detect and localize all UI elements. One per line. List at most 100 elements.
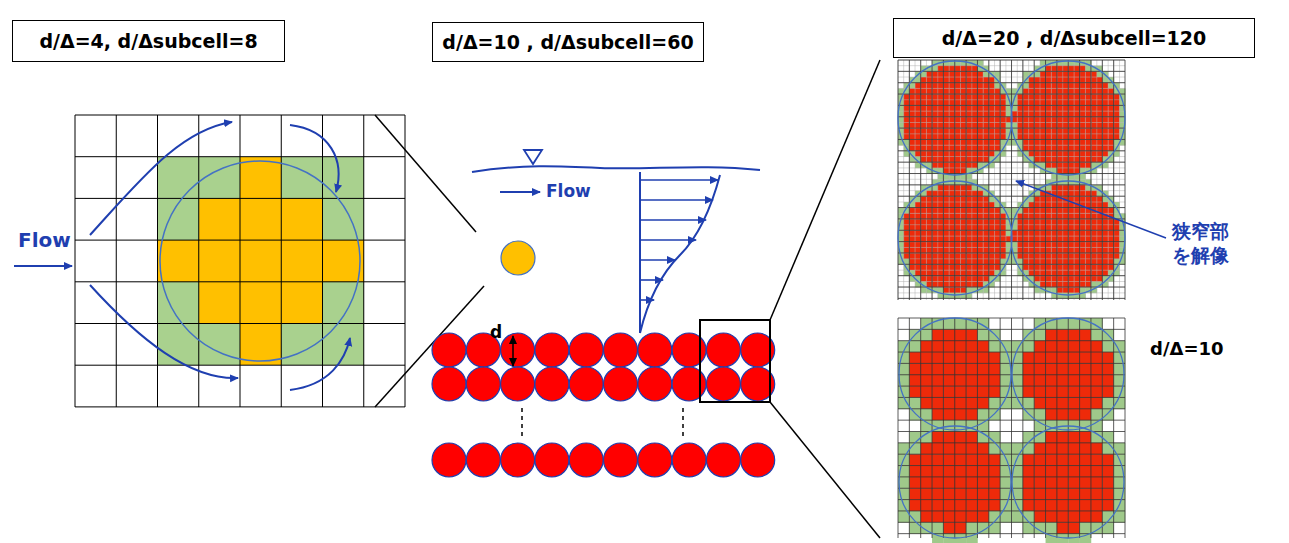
- solid-cell: [1051, 77, 1057, 83]
- solid-cell: [978, 71, 984, 77]
- solid-cell: [904, 236, 910, 242]
- solid-cell: [1080, 477, 1092, 489]
- solid-cell: [915, 236, 921, 242]
- solid-cell: [1046, 488, 1058, 500]
- solid-cell: [943, 477, 955, 489]
- solid-cell: [955, 287, 961, 293]
- solid-cell: [904, 117, 910, 123]
- solid-cell: [1097, 219, 1103, 225]
- partial-cell: [1023, 397, 1035, 409]
- solid-cell: [1040, 202, 1046, 208]
- solid-cell: [966, 259, 972, 265]
- solid-cell: [943, 264, 949, 270]
- solid-cell: [1034, 213, 1040, 219]
- solid-cell: [915, 213, 921, 219]
- solid-cell: [1091, 122, 1097, 128]
- solid-cell: [1085, 117, 1091, 123]
- solid-cell: [1080, 128, 1086, 134]
- solid-cell: [943, 225, 949, 231]
- solid-cell: [1080, 117, 1086, 123]
- solid-cell: [932, 230, 938, 236]
- solid-cell: [943, 202, 949, 208]
- solid-cell: [955, 94, 961, 100]
- solid-cell: [1102, 134, 1108, 140]
- partial-cell: [909, 443, 921, 455]
- solid-cell: [989, 219, 995, 225]
- grid-line: [898, 352, 1125, 353]
- solid-cell: [1057, 117, 1063, 123]
- solid-cell: [1085, 128, 1091, 134]
- solid-cell: [1023, 117, 1029, 123]
- solid-cell: [1097, 117, 1103, 123]
- partial-cell: [1063, 179, 1069, 185]
- solid-cell: [1034, 94, 1040, 100]
- solid-cell: [1057, 264, 1063, 270]
- partial-cell: [938, 174, 944, 180]
- solid-cell: [1051, 276, 1057, 282]
- solid-cell: [960, 122, 966, 128]
- solid-cell: [926, 236, 932, 242]
- grid-line: [1022, 318, 1023, 538]
- solid-cell: [1046, 140, 1052, 146]
- solid-cell: [955, 71, 961, 77]
- solid-cell: [909, 247, 915, 253]
- solid-cell: [977, 466, 989, 478]
- solid-cell: [926, 196, 932, 202]
- solid-cell: [921, 264, 927, 270]
- solid-cell: [972, 128, 978, 134]
- solid-cell: [943, 185, 949, 191]
- grid-line: [898, 318, 1125, 319]
- solid-cell: [1057, 236, 1063, 242]
- solid-cell: [1046, 264, 1052, 270]
- grid-line: [898, 298, 1125, 299]
- solid-cell: [1046, 202, 1052, 208]
- solid-cell: [1046, 225, 1052, 231]
- partial-cell: [1000, 477, 1012, 489]
- solid-cell: [943, 83, 949, 89]
- partial-cell: [1102, 341, 1114, 353]
- grid-line: [954, 318, 955, 538]
- solid-cell: [1000, 242, 1006, 248]
- bed-particle: [432, 367, 466, 401]
- solid-cell: [949, 117, 955, 123]
- solid-cell: [1029, 270, 1035, 276]
- solid-cell: [932, 454, 944, 466]
- solid-cell: [1057, 162, 1063, 168]
- solid-cell: [1114, 134, 1120, 140]
- solid-cell: [949, 66, 955, 72]
- solid-cell: [915, 230, 921, 236]
- solid-cell: [938, 128, 944, 134]
- solid-cell: [1068, 242, 1074, 248]
- solid-cell: [932, 511, 944, 523]
- solid-cell: [1063, 162, 1069, 168]
- solid-cell: [972, 270, 978, 276]
- solid-cell: [1068, 151, 1074, 157]
- solid-cell: [955, 276, 961, 282]
- solid-cell: [1074, 219, 1080, 225]
- solid-cell: [1085, 134, 1091, 140]
- grid-line: [1056, 318, 1057, 538]
- solid-cell: [978, 117, 984, 123]
- solid-cell: [1051, 264, 1057, 270]
- solid-cell: [960, 270, 966, 276]
- solid-cell: [926, 191, 932, 197]
- solid-cell: [1063, 157, 1069, 163]
- solid-cell: [943, 196, 949, 202]
- solid-cell: [989, 230, 995, 236]
- solid-cell: [909, 94, 915, 100]
- solid-cell: [1085, 247, 1091, 253]
- solid-cell: [949, 236, 955, 242]
- solid-cell: [943, 352, 955, 364]
- solid-cell: [1057, 157, 1063, 163]
- medium-grid-panel: [898, 318, 1125, 543]
- partial-cell: [932, 522, 944, 534]
- solid-cell: [909, 454, 921, 466]
- solid-cell: [1023, 466, 1035, 478]
- solid-cell: [932, 140, 938, 146]
- solid-cell: [1091, 219, 1097, 225]
- solid-cell: [1085, 122, 1091, 128]
- solid-cell: [1074, 230, 1080, 236]
- solid-cell: [943, 134, 949, 140]
- solid-cell: [938, 105, 944, 111]
- solid-cell: [955, 522, 967, 534]
